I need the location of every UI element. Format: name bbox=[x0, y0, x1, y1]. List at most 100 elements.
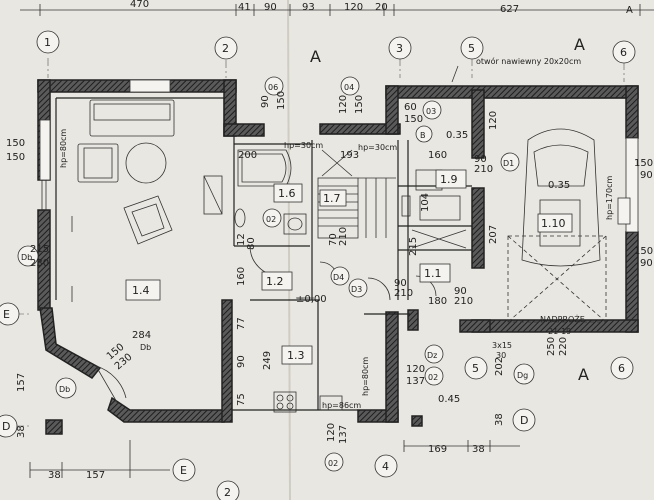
tag-bubble-d4 bbox=[330, 266, 350, 286]
axis-bubble-3 bbox=[388, 36, 412, 60]
dim-m150b: 150 bbox=[354, 95, 365, 114]
axis-bubble-e-bottom bbox=[172, 458, 196, 482]
room-1-1: 1.1 bbox=[424, 267, 442, 280]
level-zero: ±0,00 bbox=[296, 294, 327, 305]
dim-m90d: 90 bbox=[394, 278, 407, 289]
tag-06: 06 bbox=[268, 83, 278, 92]
level-035-b: 0.35 bbox=[548, 180, 570, 191]
step-30: 30 bbox=[496, 351, 506, 360]
sill-height-170: hp=170cm bbox=[605, 175, 614, 220]
room-1-3: 1.3 bbox=[287, 349, 305, 362]
dim-m120: 120 bbox=[338, 95, 349, 114]
dim-284: 284 bbox=[132, 330, 151, 341]
axis-label-4-bottom: 4 bbox=[382, 460, 389, 473]
tag-bubble-02 bbox=[262, 208, 282, 228]
axis-label-5: 5 bbox=[468, 42, 475, 55]
tag-bubble-db2 bbox=[55, 377, 77, 399]
tag-02c: 02 bbox=[328, 459, 338, 468]
sill-height-80-bottom: hp=80cm bbox=[361, 357, 370, 396]
dim-right-150: 150 bbox=[634, 158, 653, 169]
dim-m160b: 160 bbox=[236, 267, 247, 286]
tag-bubble-02c bbox=[324, 452, 344, 472]
step-3x15: 3x15 bbox=[492, 341, 512, 350]
lintel-value: 21-19 bbox=[548, 327, 571, 336]
dim-m169: 169 bbox=[428, 444, 447, 455]
bottom-dimension-chain bbox=[29, 440, 520, 478]
top-dimension-chain bbox=[20, 4, 654, 16]
axis-label-2-bottom: 2 bbox=[224, 486, 231, 499]
dim-m193: 193 bbox=[340, 150, 359, 161]
dim-m12: 12 bbox=[236, 233, 247, 246]
dim-470: 470 bbox=[130, 0, 149, 10]
room-1-6: 1.6 bbox=[278, 187, 296, 200]
car-outline bbox=[521, 128, 601, 267]
windows bbox=[39, 79, 639, 233]
axis-bubble-4-bottom bbox=[374, 454, 398, 478]
sill-height-30-stair: hp=30cm bbox=[358, 143, 397, 152]
dim-m38c: 38 bbox=[472, 444, 485, 455]
dim-left-150b: 150 bbox=[6, 152, 25, 163]
axis-bubble-1 bbox=[36, 30, 60, 54]
dim-bottom-38: 38 bbox=[48, 470, 61, 481]
tag-db2: Db bbox=[59, 385, 70, 394]
tag-03: 03 bbox=[426, 107, 436, 116]
axis-bubble-2 bbox=[214, 36, 238, 60]
dim-right-150b: 150 bbox=[634, 246, 653, 257]
section-mark-a-bottom: A bbox=[578, 365, 589, 384]
dim-93: 93 bbox=[302, 2, 315, 13]
dim-m210: 210 bbox=[474, 164, 493, 175]
section-mark-a-right: A bbox=[574, 35, 585, 54]
axis-bubble-d-left bbox=[0, 414, 18, 438]
vent-leader bbox=[451, 65, 459, 83]
axis-label-6: 6 bbox=[620, 46, 627, 59]
level-045: 0.45 bbox=[438, 394, 460, 405]
dim-left-157: 157 bbox=[16, 373, 27, 392]
axis-bubble-5 bbox=[460, 36, 484, 60]
tag-bubble-db bbox=[17, 245, 39, 267]
dim-627: 627 bbox=[500, 4, 519, 15]
dim-right-90: 90 bbox=[640, 170, 653, 181]
dim-m202: 202 bbox=[494, 357, 505, 376]
dim-m120c: 120 bbox=[326, 423, 337, 442]
dim-m210c: 210 bbox=[394, 288, 413, 299]
axis-bubble-e-left bbox=[0, 302, 20, 326]
axis-label-6-bottom: 6 bbox=[618, 362, 625, 375]
misc-fixtures bbox=[273, 169, 467, 413]
axis-label-d-left: D bbox=[2, 420, 10, 433]
axis-bubble-2-bottom bbox=[216, 480, 240, 500]
room-1-9: 1.9 bbox=[440, 173, 458, 186]
dim-120: 120 bbox=[344, 2, 363, 13]
dim-m120d: 120 bbox=[488, 111, 499, 130]
dim-m210b: 210 bbox=[338, 227, 349, 246]
section-mark-a-mid: A bbox=[310, 47, 321, 66]
tag-02b: 02 bbox=[428, 373, 438, 382]
dim-m180: 180 bbox=[428, 296, 447, 307]
sill-height-30-bath: hp=30cm bbox=[284, 141, 323, 150]
vent-label: otwór nawiewny 20x20cm bbox=[476, 56, 581, 66]
axis-label-2: 2 bbox=[222, 42, 229, 55]
dim-m215: 215 bbox=[408, 237, 419, 256]
dim-m249: 249 bbox=[262, 351, 273, 370]
axis-bubble-5-bottom bbox=[464, 356, 488, 380]
dim-m200: 200 bbox=[238, 150, 257, 161]
stairs bbox=[317, 149, 396, 239]
tag-bubble-06 bbox=[264, 76, 284, 96]
room-box-1-4 bbox=[125, 279, 161, 301]
dim-m137b: 137 bbox=[338, 425, 349, 444]
tag-d4: D4 bbox=[333, 273, 344, 282]
sill-height-86: hp=86cm bbox=[322, 401, 361, 410]
section-arrows bbox=[71, 216, 314, 302]
dim-left-38: 38 bbox=[16, 425, 27, 438]
dim-left-150: 150 bbox=[6, 138, 25, 149]
axis-label-5-bottom: 5 bbox=[472, 362, 479, 375]
tag-dz: Dz bbox=[427, 351, 437, 360]
room-box-1-7 bbox=[319, 189, 347, 207]
door-swings bbox=[95, 245, 437, 405]
axis-label-e-left: E bbox=[3, 308, 10, 321]
room-box-1-10 bbox=[537, 213, 573, 233]
dim-m38d: 38 bbox=[494, 413, 505, 426]
dim-20: 20 bbox=[375, 2, 388, 13]
tag-bubble-03 bbox=[422, 100, 442, 120]
dim-41: 41 bbox=[238, 2, 251, 13]
